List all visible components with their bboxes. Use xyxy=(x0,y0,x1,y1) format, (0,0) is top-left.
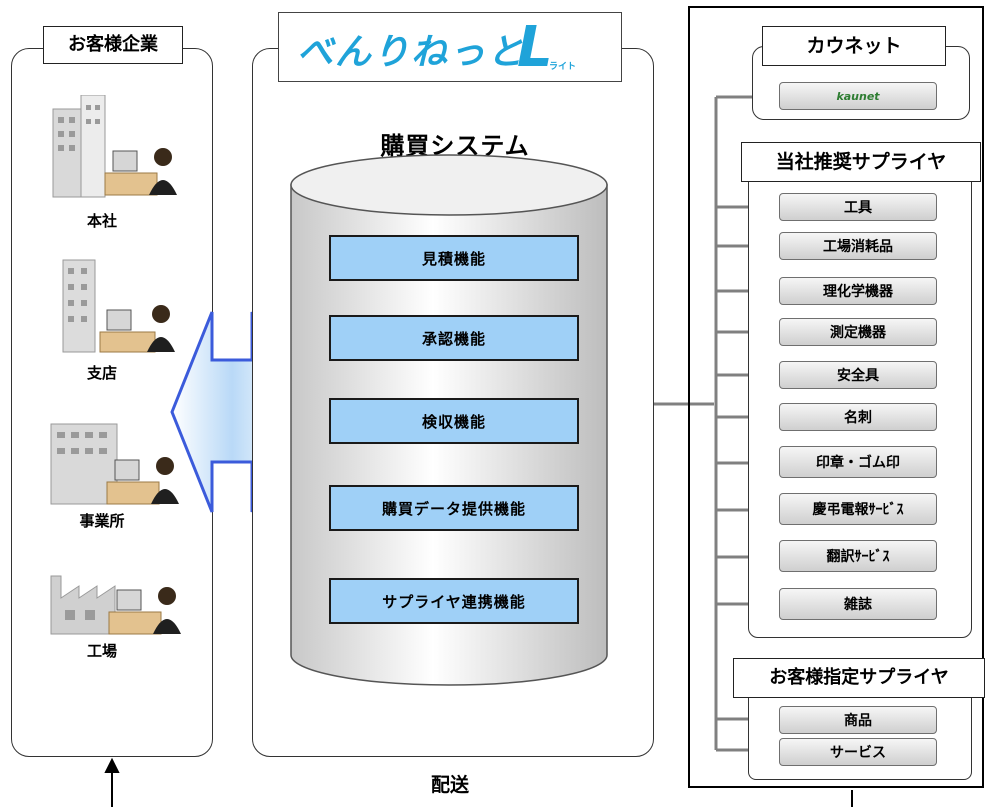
benri-logo: べんりねっと L ライト xyxy=(278,12,622,82)
kaunet-logo-text: kaunet xyxy=(836,89,880,103)
customer-title: お客様企業 xyxy=(43,26,183,64)
supplier-item: 雑誌 xyxy=(779,588,937,620)
supplier-item: 工場消耗品 xyxy=(779,232,937,260)
location-label: 工場 xyxy=(86,642,117,660)
location-factory xyxy=(45,568,195,638)
location-label: 支店 xyxy=(86,364,117,382)
kaunet-title: カウネット xyxy=(762,26,946,66)
delivery-label: 配送 xyxy=(430,774,469,796)
recommended-title: 当社推奨サプライヤ xyxy=(741,142,981,182)
supplier-item: サービス xyxy=(779,738,937,766)
function-box: 検収機能 xyxy=(329,398,579,444)
supplier-frame xyxy=(688,6,984,788)
function-box: サプライヤ連携機能 xyxy=(329,578,579,624)
supplier-item: 名刺 xyxy=(779,403,937,431)
supplier-item: 工具 xyxy=(779,193,937,221)
function-box: 承認機能 xyxy=(329,315,579,361)
supplier-item: 翻訳ｻｰﾋﾞｽ xyxy=(779,540,937,572)
location-branch xyxy=(45,258,195,358)
supplier-item: 印章・ゴム印 xyxy=(779,446,937,478)
location-head-office xyxy=(45,95,195,235)
location-office xyxy=(45,420,195,510)
tall-building-icon xyxy=(62,259,175,353)
location-label: 事業所 xyxy=(79,512,125,530)
supplier-item: 慶弔電報ｻｰﾋﾞｽ xyxy=(779,493,937,525)
factory-icon xyxy=(50,575,181,635)
supplier-item: 測定機器 xyxy=(779,318,937,346)
kaunet-logo: kaunet xyxy=(779,82,937,110)
function-box: 購買データ提供機能 xyxy=(329,485,579,531)
designated-title: お客様指定サプライヤ xyxy=(733,658,985,698)
designated-panel xyxy=(748,688,972,780)
supplier-item: 理化学機器 xyxy=(779,277,937,305)
benri-logo-sub: ライト xyxy=(549,62,577,72)
office-building-icon xyxy=(50,423,179,505)
function-box: 見積機能 xyxy=(329,235,579,281)
location-label: 本社 xyxy=(86,212,117,230)
benri-logo-text: べんりねっと xyxy=(297,32,526,73)
delivery-arrow xyxy=(104,757,853,807)
supplier-item: 商品 xyxy=(779,706,937,734)
supplier-item: 安全具 xyxy=(779,361,937,389)
benri-logo-mark: L xyxy=(517,15,553,80)
office-building-icon xyxy=(52,95,177,198)
